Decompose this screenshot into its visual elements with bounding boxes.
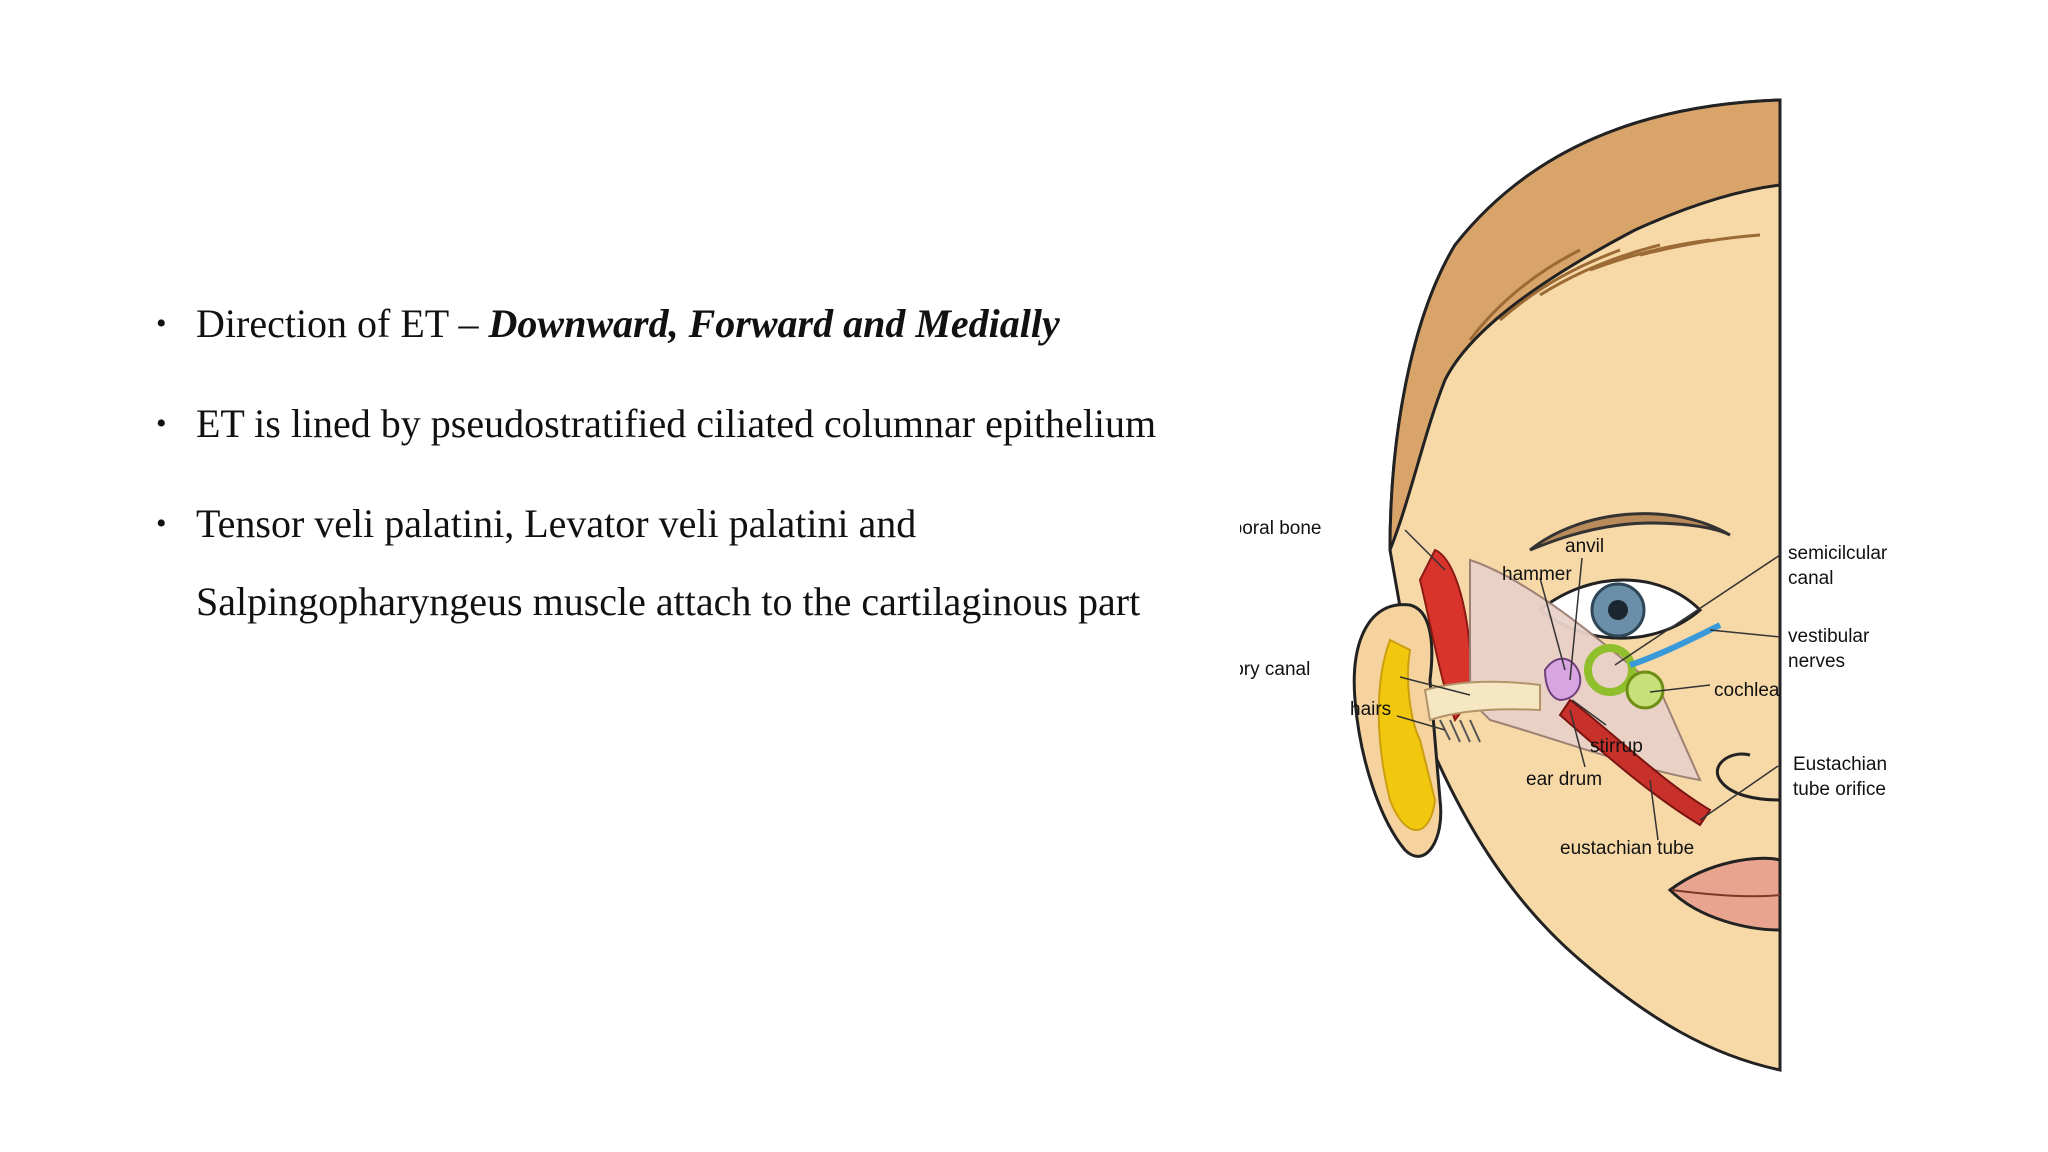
label-vestibular-1: vestibular: [1788, 626, 1870, 647]
bullet-text: Tensor veli palatini, Levator veli palat…: [196, 501, 917, 546]
leader-lines: [1396, 529, 1781, 841]
label-temporal-bone: temporal bone: [1240, 518, 1321, 539]
ear-cartilage: [1377, 638, 1437, 831]
bullet-dot: •: [156, 407, 167, 440]
bullet-text: ET is lined by pseudostratified ciliated…: [196, 401, 1157, 446]
label-cochlea: cochlea: [1714, 680, 1780, 701]
label-vestibular-2: nerves: [1788, 651, 1845, 672]
label-ear-drum: ear drum: [1526, 769, 1602, 790]
label-semicircular-1: semicilcular: [1788, 543, 1888, 564]
pupil: [1608, 600, 1628, 620]
bullet-epithelium: • ET is lined by pseudostratified ciliat…: [150, 385, 1270, 463]
bullet-list: • Direction of ET – Downward, Forward an…: [150, 285, 1270, 663]
eustachian-tube-shape: [1558, 698, 1712, 827]
semicircular-canals: [1584, 644, 1636, 696]
label-eustachian-orifice-2: tube orifice: [1793, 779, 1886, 800]
bullet-muscles: • Tensor veli palatini, Levator veli pal…: [150, 485, 1270, 641]
bullet-text-continued: Salpingopharyngeus muscle attach to the …: [196, 579, 1141, 624]
eyebrow: [1529, 512, 1731, 552]
label-hammer: hammer: [1502, 564, 1572, 585]
nose: [1716, 752, 1781, 802]
temporal-muscle: [1418, 548, 1472, 723]
hair-strands: [1468, 233, 1761, 341]
lip-line: [1671, 889, 1781, 898]
label-anvil: anvil: [1565, 536, 1604, 557]
label-eustachian-orifice-1: Eustachian: [1793, 754, 1887, 775]
lips: [1667, 856, 1782, 932]
label-stirrup: stirrup: [1590, 736, 1643, 757]
label-semicircular-2: canal: [1788, 568, 1833, 589]
bullet-emphasis: Downward, Forward and Medially: [488, 301, 1060, 346]
label-auditory-canal: auditory canal: [1240, 659, 1310, 680]
bullet-direction: • Direction of ET – Downward, Forward an…: [150, 285, 1270, 363]
ear-anatomy-diagram: temporal bone anvil hammer semicilcular …: [1240, 98, 1888, 1072]
ossicles: [1543, 657, 1582, 702]
bullet-text: Direction of ET –: [196, 301, 489, 346]
bullet-dot: •: [156, 307, 167, 340]
hair: [1388, 98, 1782, 551]
bullet-dot: •: [156, 507, 167, 540]
cochlea-shape: [1625, 670, 1665, 710]
label-eustachian-tube: eustachian tube: [1560, 838, 1694, 859]
label-hairs: hairs: [1350, 699, 1391, 720]
